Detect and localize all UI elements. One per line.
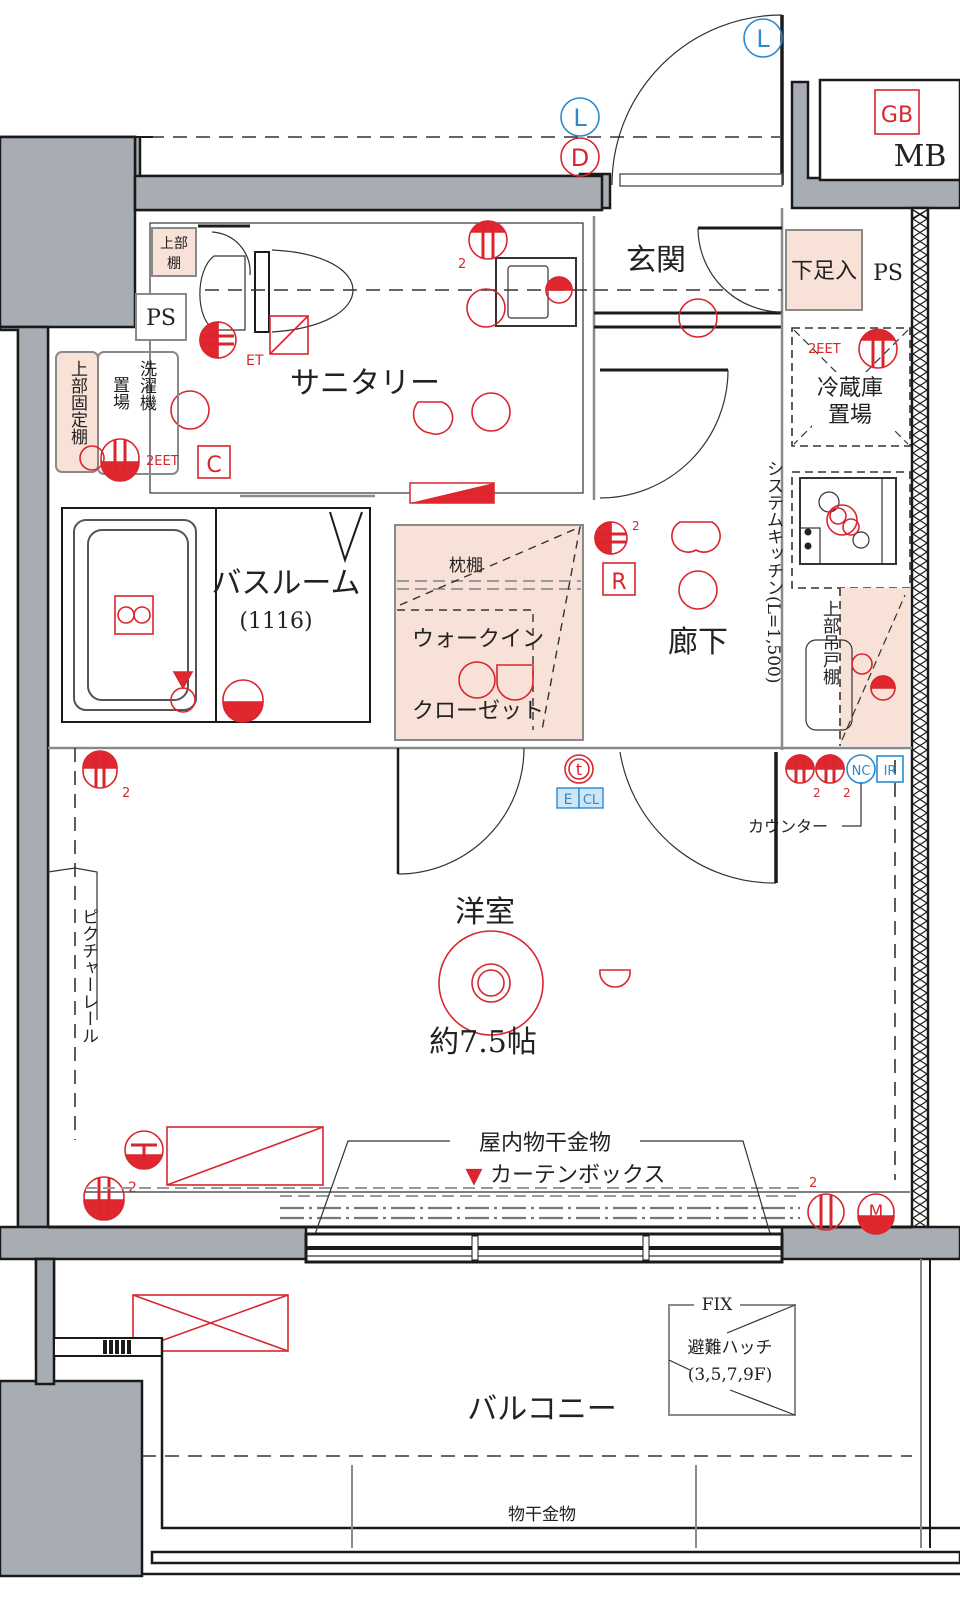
main-ceiling-light xyxy=(438,930,544,1036)
toilet-shelf: 上部 棚 xyxy=(151,227,197,277)
outlet-ac xyxy=(124,1130,164,1170)
e-label: E xyxy=(564,792,573,808)
doorbell-symbol xyxy=(560,137,600,177)
washer-space-line1: 洗濯機 xyxy=(136,360,157,412)
meter-box xyxy=(818,78,960,182)
washer-space: 洗濯機 置場 xyxy=(97,351,179,475)
evacuation-hatch-floors: (3,5,7,9F) xyxy=(688,1365,773,1385)
light-symbol-outer xyxy=(743,18,783,58)
fridge-eet-label: 2EET xyxy=(808,342,841,357)
ceiling-light-hall xyxy=(678,570,718,610)
system-kitchen-label: システムキッチン(L=1,500) xyxy=(763,460,783,683)
ceiling-light-washer xyxy=(170,390,210,430)
hallway-label: 廊下 xyxy=(668,625,728,660)
bracket-light-hall xyxy=(671,521,721,553)
pillow-shelf-label: 枕棚 xyxy=(449,556,483,576)
balcony-label: バルコニー xyxy=(467,1392,616,1427)
hall-door[interactable] xyxy=(599,368,729,499)
outlet-hall-count: 2 xyxy=(632,519,640,533)
et-label: ET xyxy=(246,353,264,369)
ceiling-light-entrance xyxy=(678,298,718,338)
tv-label: t xyxy=(576,760,582,779)
c-label: C xyxy=(206,453,221,478)
washer-space-line2: 置場 xyxy=(109,376,130,411)
counter-outlets xyxy=(785,754,904,784)
fridge-space-line2: 置場 xyxy=(828,403,872,428)
light-symbol xyxy=(560,97,600,137)
sanitary-label: サニタリー xyxy=(290,366,440,401)
shoe-box: 下足入 xyxy=(785,229,863,311)
shoe-box-label: 下足入 xyxy=(791,259,857,284)
entrance-label: 玄関 xyxy=(626,243,686,278)
ceiling-light-sanitary xyxy=(471,392,511,432)
upper-hanging-cabinet-label: 上部吊戸棚 xyxy=(819,600,840,686)
bathroom-size: (1116) xyxy=(239,609,312,634)
upper-hanging-cabinet xyxy=(805,588,910,746)
toilet-outlet xyxy=(269,315,309,355)
water-heater-controller xyxy=(410,483,494,503)
air-conditioner xyxy=(166,1126,324,1186)
eet-label: 2EET xyxy=(146,454,179,469)
bracket-light-sanitary xyxy=(412,401,454,435)
curtain-marker: ▼ xyxy=(466,1164,483,1189)
balcony-drain xyxy=(53,1337,163,1357)
upper-shelf-line1: 上部 xyxy=(160,236,188,252)
cl-label: CL xyxy=(583,793,600,808)
ceiling-light-washbasin xyxy=(466,288,506,328)
upper-fixed-shelf-label: 上部固定棚 xyxy=(67,360,88,446)
hall-main-door[interactable] xyxy=(619,751,778,884)
sliding-window[interactable] xyxy=(304,1232,784,1264)
meter-box-label: MB xyxy=(894,139,947,174)
bracket-light-room xyxy=(599,969,631,988)
r-label: R xyxy=(611,570,626,595)
stove xyxy=(791,471,911,589)
light-L-label: L xyxy=(573,104,587,132)
western-room-label: 洋室 xyxy=(455,895,515,930)
evacuation-hatch-label: 避難ハッチ xyxy=(688,1338,773,1358)
fridge-space-line1: 冷蔵庫 xyxy=(817,376,883,401)
bathroom xyxy=(61,507,371,723)
walk-in-closet-line2: クローゼット xyxy=(412,699,544,724)
light-L-label-outer: L xyxy=(756,25,770,53)
tv-outlet xyxy=(564,754,594,784)
washbasin xyxy=(495,257,577,327)
walk-in-closet-line1: ウォークイン xyxy=(412,627,544,652)
c-box xyxy=(197,445,231,479)
r-box xyxy=(602,562,636,596)
western-room-size: 約7.5帖 xyxy=(429,1025,537,1060)
fix-label: FIX xyxy=(702,1295,734,1315)
gas-box-symbol xyxy=(874,89,920,135)
upper-fixed-shelf: 上部固定棚 xyxy=(55,351,99,473)
fridge-space xyxy=(791,327,911,447)
nc-label: NC xyxy=(852,764,871,779)
gas-box-label: GB xyxy=(881,103,913,128)
counter-outlet-count-1: 2 xyxy=(813,786,821,800)
outlet-count: 2 xyxy=(458,257,466,272)
counter-outlet-count-2: 2 xyxy=(843,786,851,800)
curtain-box xyxy=(85,1187,800,1220)
walk-in-closet xyxy=(394,524,584,741)
upper-shelf-line2: 棚 xyxy=(167,256,181,272)
closet-door[interactable] xyxy=(396,747,525,875)
ir-label: IR xyxy=(884,764,897,779)
toilet xyxy=(198,224,354,355)
picture-rail-label: ピクチャーレール xyxy=(78,908,98,1044)
outlet-room-nw-count: 2 xyxy=(122,786,130,801)
lattice-wall xyxy=(912,209,928,1228)
doorbell-D-label: D xyxy=(571,144,589,172)
evacuation-hatch[interactable] xyxy=(668,1296,796,1416)
curtain-box-label: カーテンボックス xyxy=(490,1163,665,1188)
balcony-drying-label: 物干金物 xyxy=(508,1505,576,1525)
indoor-drying-label: 屋内物干金物 xyxy=(479,1131,611,1156)
counter-label: カウンター xyxy=(748,817,828,836)
structural-walls xyxy=(0,80,960,1578)
ps-sanitary-label: PS xyxy=(146,306,176,331)
bathroom-label: バスルーム xyxy=(211,566,360,601)
m-label: M xyxy=(869,1202,884,1222)
ps-entrance-label: PS xyxy=(873,261,903,286)
outlet-room-se-count: 2 xyxy=(809,1176,817,1191)
entrance-inner-door[interactable] xyxy=(697,226,783,313)
outlet-room-se xyxy=(807,1193,845,1231)
